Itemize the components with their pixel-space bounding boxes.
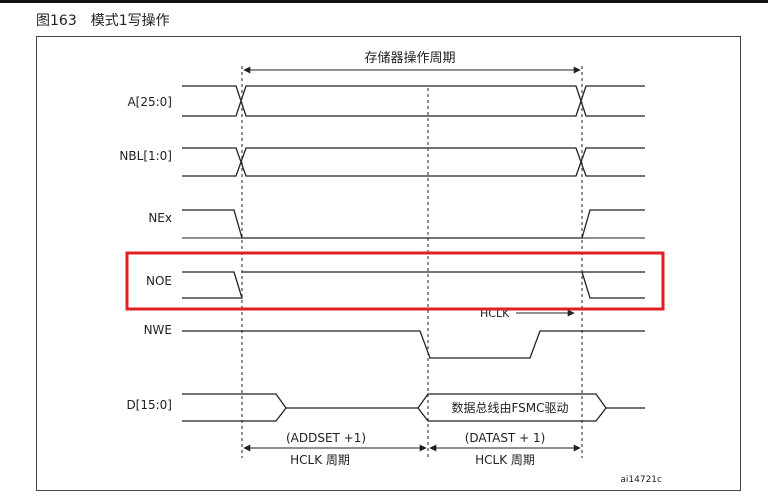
addset-unit: HCLK 周期 [290,453,350,467]
waveform-data-driven [417,393,645,422]
figure-caption: 图163 模式1写操作 [36,10,170,30]
diagram-frame [36,36,741,491]
figure-id: ai14721c [620,475,662,485]
datast-unit: HCLK 周期 [475,453,535,467]
signal-label-noe: NOE [146,274,172,288]
memory-cycle-arrow: 存储器操作周期 [243,50,581,74]
memory-cycle-label: 存储器操作周期 [364,50,455,66]
signal-label-nwe: NWE [144,323,172,337]
waveform-data-hiz [182,393,418,422]
noe-highlight-box [125,251,665,311]
addset-span: (ADDSET +1) HCLK 周期 [243,431,427,467]
waveform-addr [182,85,645,117]
addset-label: (ADDSET +1) [286,431,366,445]
figure-number: 图163 [36,13,77,29]
waveform-nwe [182,330,645,359]
signal-label-addr: A[25:0] [127,95,172,109]
timing-guides [241,66,583,458]
waveform-noe [182,271,645,299]
figure-title: 模式1写操作 [90,13,170,29]
waveform-nex [182,209,645,239]
signal-label-nbl: NBL[1:0] [119,149,172,163]
signal-label-data: D[15:0] [126,398,172,412]
top-rule [0,0,768,3]
signal-label-nex: NEx [148,211,172,225]
datast-label: (DATAST + 1) [465,431,546,445]
data-bus-driven-label: 数据总线由FSMC驱动 [451,400,568,415]
datast-span: (DATAST + 1) HCLK 周期 [429,431,581,467]
waveform-nbl [182,147,645,177]
